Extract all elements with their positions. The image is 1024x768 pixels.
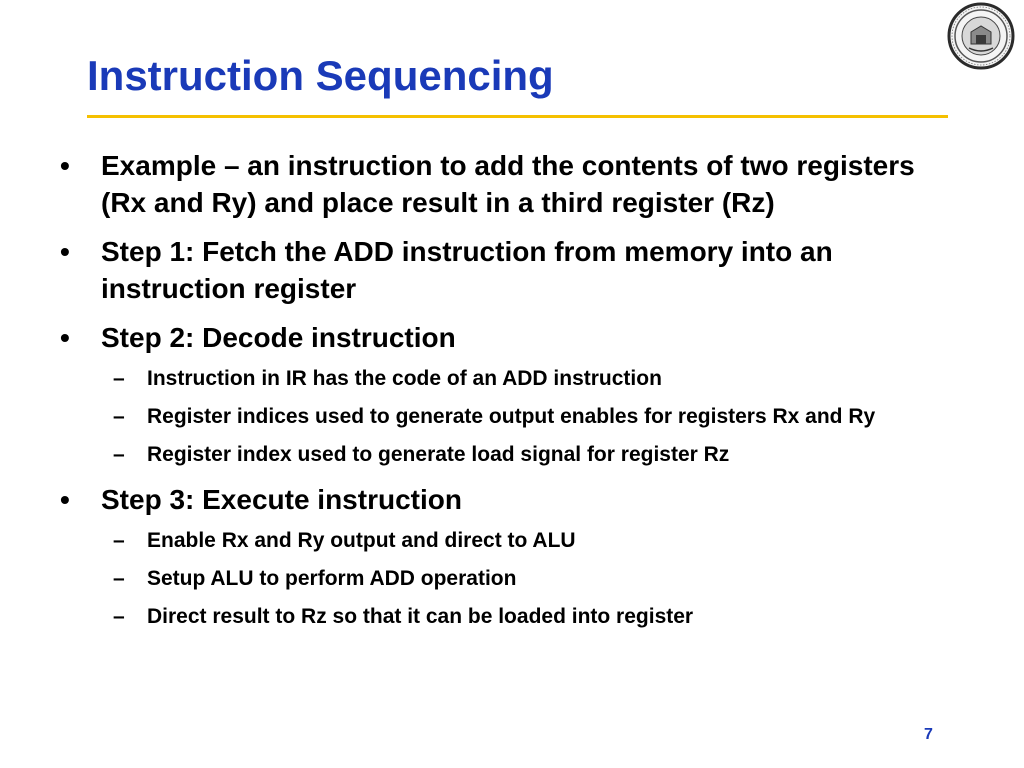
bullet-marker: •: [60, 322, 70, 353]
sub-bullet-marker: –: [113, 567, 125, 590]
sub-bullet-text: Direct result to Rz so that it can be lo…: [147, 605, 694, 628]
bullet-item: •Step 3: Execute instruction–Enable Rx a…: [60, 481, 950, 631]
slide-title: Instruction Sequencing: [87, 52, 554, 99]
bullet-text: Example – an instruction to add the cont…: [101, 150, 915, 218]
sub-bullet-item: –Register indices used to generate outpu…: [101, 402, 950, 431]
bullet-item: • Step 1: Fetch the ADD instruction from …: [60, 233, 950, 307]
sub-bullet-marker: –: [113, 605, 125, 628]
sub-bullet-text: Enable Rx and Ry output and direct to AL…: [147, 529, 576, 552]
sub-bullet-text: Register index used to generate load sig…: [147, 443, 730, 466]
sub-bullet-marker: –: [113, 405, 125, 428]
bullet-list: • Example – an instruction to add the con…: [60, 147, 950, 643]
title-divider: [87, 115, 948, 118]
sub-bullet-marker: –: [113, 443, 125, 466]
sub-bullet-item: –Register index used to generate load si…: [101, 440, 950, 469]
sub-bullet-text: Setup ALU to perform ADD operation: [147, 567, 517, 590]
sub-bullet-marker: –: [113, 529, 125, 552]
bullet-marker: •: [60, 236, 70, 267]
bullet-item: • Example – an instruction to add the con…: [60, 147, 950, 221]
sub-bullet-item: –Direct result to Rz so that it can be l…: [101, 602, 950, 631]
bullet-text: Step 3: Execute instruction: [101, 484, 462, 515]
sub-bullet-item: –Instruction in IR has the code of an AD…: [101, 364, 950, 393]
university-seal-icon: [947, 2, 1015, 70]
page-number: 7: [924, 726, 933, 743]
bullet-item: •Step 2: Decode instruction–Instruction …: [60, 319, 950, 469]
bullet-text: Step 1: Fetch the ADD instruction from m…: [101, 236, 833, 304]
sub-bullet-marker: –: [113, 367, 125, 390]
sub-bullet-text: Register indices used to generate output…: [147, 405, 876, 428]
bullet-marker: •: [60, 484, 70, 515]
sub-bullet-list: –Instruction in IR has the code of an AD…: [101, 364, 950, 469]
sub-bullet-list: –Enable Rx and Ry output and direct to A…: [101, 526, 950, 631]
sub-bullet-item: –Setup ALU to perform ADD operation: [101, 564, 950, 593]
sub-bullet-text: Instruction in IR has the code of an ADD…: [147, 367, 662, 390]
bullet-marker: •: [60, 150, 70, 181]
bullet-text: Step 2: Decode instruction: [101, 322, 456, 353]
sub-bullet-item: –Enable Rx and Ry output and direct to A…: [101, 526, 950, 555]
